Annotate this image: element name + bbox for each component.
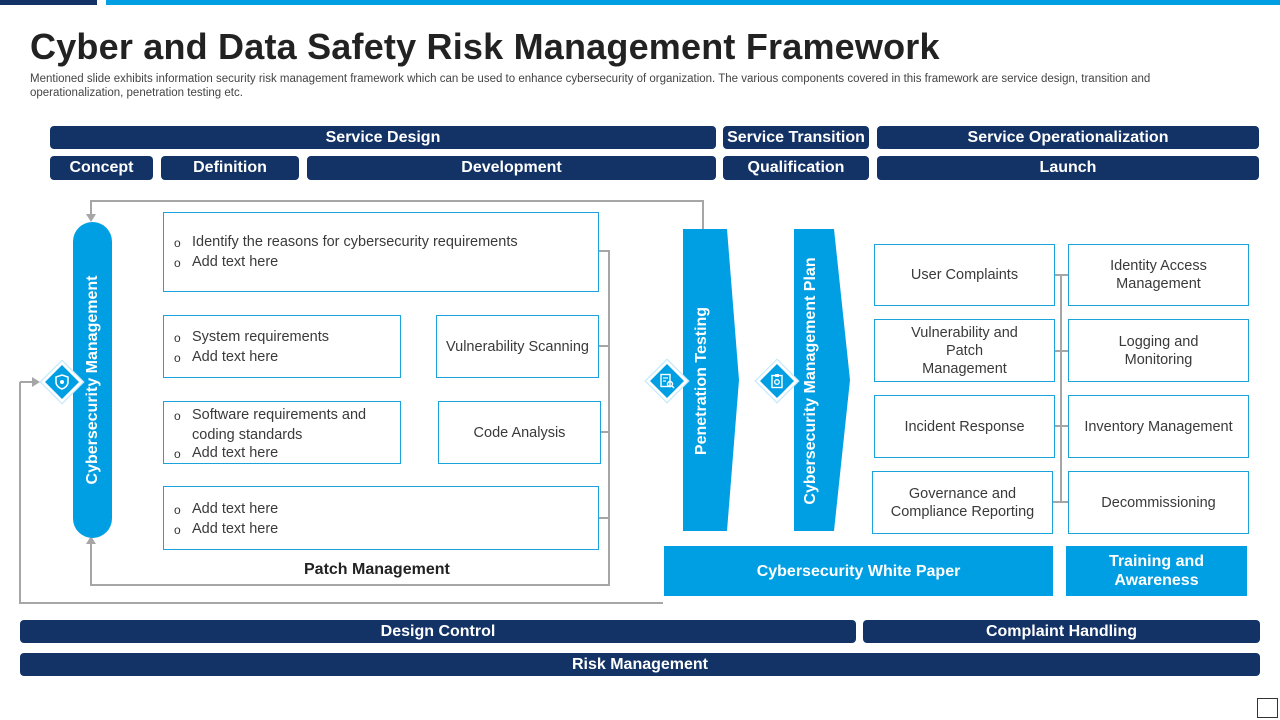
management-plan-label: Cybersecurity Management Plan: [802, 257, 819, 505]
ops-box-inventory: Inventory Management: [1068, 395, 1249, 458]
stage-definition: Definition: [161, 156, 299, 180]
stage-development: Development: [307, 156, 716, 180]
arrowhead-bottom: [86, 536, 96, 544]
risk-management-bar: Risk Management: [20, 653, 1260, 676]
document-search-icon: [645, 359, 689, 403]
complaint-handling-bar: Complaint Handling: [863, 620, 1260, 643]
identify-line-2: Add text here: [192, 254, 279, 270]
code-analysis-box: Code Analysis: [438, 401, 601, 464]
ops-box-logging: Logging and Monitoring: [1068, 319, 1249, 382]
connector-outer-loop: [19, 382, 663, 604]
penetration-testing-label: Penetration Testing: [693, 306, 710, 456]
ops-box-incident-response: Incident Response: [874, 395, 1055, 458]
penetration-testing-chevron: [683, 229, 739, 531]
stage-launch: Launch: [877, 156, 1259, 180]
page-title: Cyber and Data Safety Risk Management Fr…: [30, 26, 940, 67]
phase-service-design: Service Design: [50, 126, 716, 149]
design-control-bar: Design Control: [20, 620, 856, 643]
top-accent-bar-light: [106, 0, 1280, 5]
management-plan-chevron: [794, 229, 850, 531]
system-line-1: System requirements: [192, 329, 329, 345]
ops-box-identity-access: Identity Access Management: [1068, 244, 1249, 306]
white-paper-block: Cybersecurity White Paper: [664, 546, 1053, 596]
phase-service-transition: Service Transition: [723, 126, 869, 149]
ops-box-user-complaints: User Complaints: [874, 244, 1055, 306]
slide-corner-marker: [1257, 698, 1278, 718]
connector-top-loop: [90, 200, 704, 230]
clipboard-icon: [755, 359, 799, 403]
software-line-1b: coding standards: [192, 427, 303, 443]
identify-line-1: Identify the reasons for cybersecurity r…: [192, 234, 518, 250]
page-subtitle: Mentioned slide exhibits information sec…: [30, 73, 1151, 99]
patch-management-label: Patch Management: [304, 561, 450, 578]
system-line-2: Add text here: [192, 349, 279, 365]
ops-box-governance: Governance and Compliance Reporting: [872, 471, 1053, 534]
arrowhead-outer: [32, 377, 40, 387]
stage-qualification: Qualification: [723, 156, 869, 180]
other-line-1: Add text here: [192, 501, 279, 517]
phase-service-operationalization: Service Operationalization: [877, 126, 1259, 149]
arrowhead-top: [86, 214, 96, 222]
other-line-2: Add text here: [192, 521, 279, 537]
cybersecurity-management-label: Cybersecurity Management: [83, 275, 101, 485]
software-line-1a: Software requirements and: [192, 407, 367, 423]
connector-bottom-loop: [90, 250, 610, 586]
training-block: Training and Awareness: [1066, 546, 1247, 596]
ops-box-decommissioning: Decommissioning: [1068, 471, 1249, 534]
ops-box-vulnerability-patch: Vulnerability and Patch Management: [874, 319, 1055, 382]
top-accent-bar-dark: [0, 0, 97, 5]
shield-icon: [40, 360, 84, 404]
vulnerability-scanning-box: Vulnerability Scanning: [436, 315, 599, 378]
stage-concept: Concept: [50, 156, 153, 180]
software-line-2: Add text here: [192, 445, 279, 461]
